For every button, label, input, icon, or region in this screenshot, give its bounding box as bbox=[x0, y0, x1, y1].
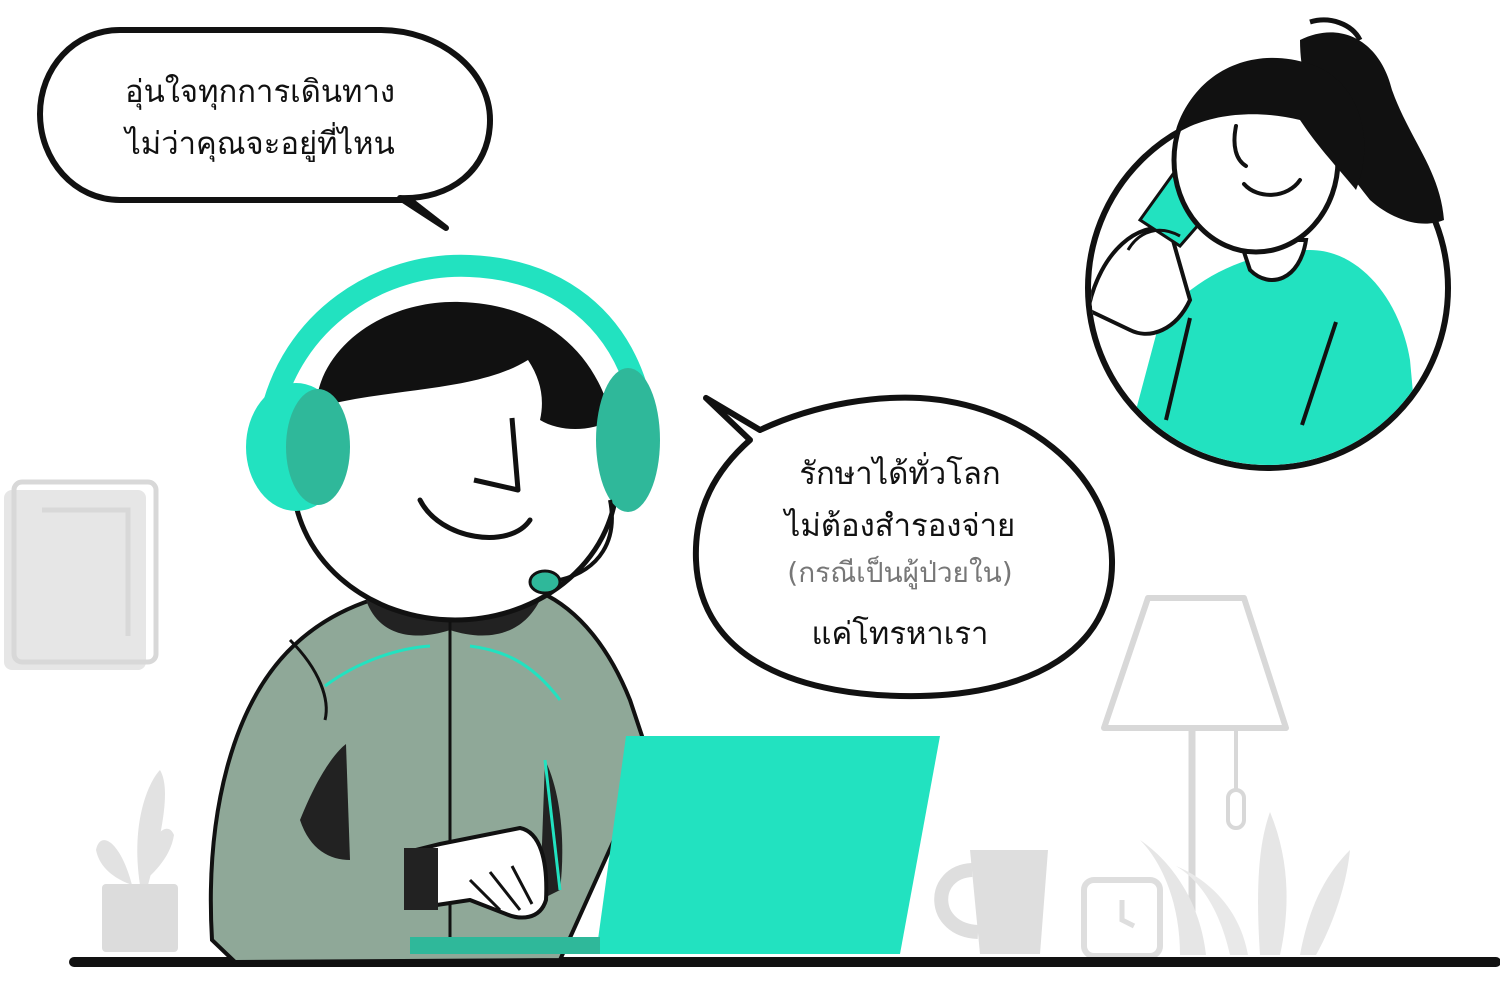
speech-bubble-middle bbox=[692, 394, 1116, 700]
bubble-middle-line-1: รักษาได้ทั่วโลก bbox=[799, 456, 1001, 492]
bubble-middle-line-3: แค่โทรหาเรา bbox=[811, 616, 989, 652]
caller-figure bbox=[1085, 17, 1451, 471]
speech-bubble-top bbox=[37, 27, 493, 231]
speech-bubble-middle-text: รักษาได้ทั่วโลก ไม่ต้องสำรองจ่าย (กรณีเป… bbox=[700, 448, 1100, 660]
plant-icon bbox=[96, 770, 178, 952]
bubble-top-line-1: อุ่นใจทุกการเดินทาง bbox=[124, 74, 396, 110]
headset-right-cup bbox=[596, 368, 660, 512]
picture-frame-icon bbox=[4, 479, 159, 670]
agent-figure bbox=[208, 254, 660, 965]
laptop-icon bbox=[410, 736, 940, 954]
bubble-middle-note: (กรณีเป็นผู้ป่วยใน) bbox=[787, 556, 1013, 589]
mug-icon bbox=[934, 850, 1048, 954]
tall-plant-icon bbox=[1140, 812, 1350, 955]
clock-icon bbox=[1081, 877, 1163, 959]
speech-bubble-top-text: อุ่นใจทุกการเดินทาง ไม่ว่าคุณจะอยู่ที่ไห… bbox=[60, 66, 460, 170]
bubble-middle-line-2: ไม่ต้องสำรองจ่าย bbox=[784, 508, 1016, 544]
bubble-top-line-2: ไม่ว่าคุณจะอยู่ที่ไหน bbox=[125, 126, 395, 162]
microphone-icon bbox=[528, 569, 562, 595]
